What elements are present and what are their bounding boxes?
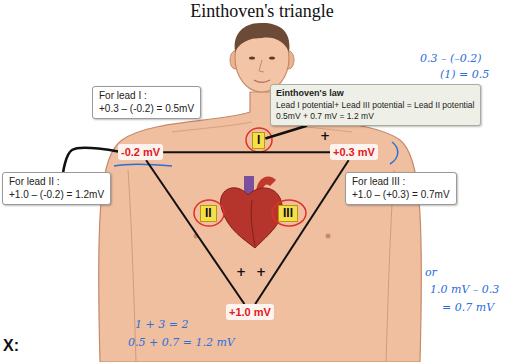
handwritten-note: (1) = 0.5 <box>440 68 489 81</box>
hand-circle <box>246 128 272 152</box>
hair <box>235 23 290 52</box>
heart-groove <box>251 200 255 246</box>
hand-circle <box>194 200 224 226</box>
torso <box>99 92 422 362</box>
lead-marker: III <box>278 205 298 222</box>
diagram-title: Einthoven's triangle <box>0 1 524 22</box>
polarity-sign: + <box>256 266 266 279</box>
section-label: X: <box>3 336 19 355</box>
hand-underline <box>114 164 172 166</box>
nipple <box>326 234 331 239</box>
handwritten-note: 1.0 mV – 0.3 <box>430 283 499 296</box>
node-text: 0.5mV + 0.7 mV = 1.2 mV <box>276 111 475 122</box>
node-text: +1.0 – (+0.3) = 0.7mV <box>352 189 450 202</box>
handwritten-note: 0.5 + 0.7 = 1.2 mV <box>128 336 235 349</box>
node-heading: III <box>283 206 293 221</box>
hand-stroke <box>390 142 398 164</box>
leader-line <box>265 126 307 139</box>
node-heading: Einthoven's law <box>276 88 475 100</box>
triangle-side <box>163 151 330 153</box>
node-heading: For lead II : <box>9 176 104 189</box>
handwritten-note: 1 + 3 = 2 <box>135 318 188 331</box>
lead-calc-box: For lead I :+0.3 – (-0.2) = 0.5mV <box>92 86 201 119</box>
electrode-potential: +1.0 mV <box>226 304 274 320</box>
lead-marker: II <box>200 205 217 222</box>
arm-line <box>128 170 136 362</box>
hand-circle <box>272 200 306 226</box>
node-heading: For lead I : <box>99 90 194 103</box>
mouth <box>254 80 270 82</box>
node-heading: For lead III : <box>352 176 450 189</box>
lead-marker: I <box>252 132 265 149</box>
node-heading: +1.0 mV <box>229 305 271 319</box>
node-heading: -0.2 mV <box>121 145 160 159</box>
electrode-potential: +0.3 mV <box>330 144 378 160</box>
node-text: +1.0 – (-0.2) = 1.2mV <box>9 189 104 202</box>
node-heading: +0.3 mV <box>333 145 375 159</box>
node-text: +0.3 – (-0.2) = 0.5mV <box>99 103 194 116</box>
law-box: Einthoven's lawLead I potential+ Lead II… <box>270 84 481 126</box>
handwritten-note: or <box>425 266 437 279</box>
eye <box>269 56 275 59</box>
nose <box>259 60 264 72</box>
lead-calc-box: For lead II :+1.0 – (-0.2) = 1.2mV <box>2 172 111 205</box>
lead-calc-box: For lead III :+1.0 – (+0.3) = 0.7mV <box>345 172 457 205</box>
triangle-side <box>146 160 244 304</box>
polarity-sign: + <box>320 130 330 143</box>
eye <box>249 56 255 59</box>
electrode-potential: -0.2 mV <box>118 144 163 160</box>
triangle-side <box>255 160 348 304</box>
node-heading: II <box>205 206 212 221</box>
handwritten-note: 0.3 – (–0.2) <box>420 52 482 65</box>
leader-line <box>63 148 118 172</box>
node-heading: I <box>257 133 260 148</box>
handwritten-note: = 0.7 mV <box>442 301 494 314</box>
node-text: Lead I potential+ Lead III potential = L… <box>276 100 475 111</box>
polarity-sign: + <box>236 266 246 279</box>
